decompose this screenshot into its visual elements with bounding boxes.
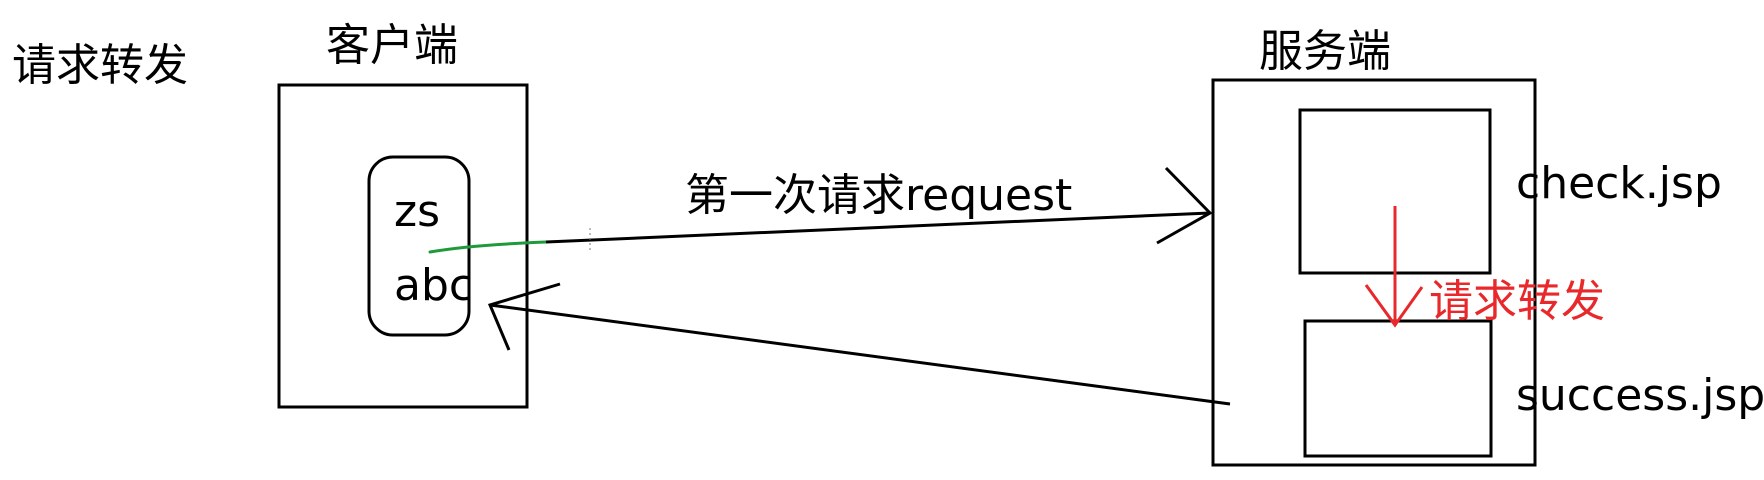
forward-label: 请求转发 [1429,276,1605,327]
check-jsp-label: check.jsp [1516,158,1722,209]
forward-arrow-head [1364,284,1424,328]
diagram-title: 请求转发 [12,40,188,91]
response-arrow-line [489,303,1231,406]
password-text: abc [394,260,474,311]
response-arrow-head [487,282,561,351]
highlight-stroke [428,240,548,254]
server-box [1211,78,1537,467]
success-jsp-box [1303,319,1493,458]
client-box [277,83,529,409]
request-arrow-line [545,211,1211,244]
first-request-label: 第一次请求request [685,170,1073,221]
request-arrow-head [1156,166,1213,245]
client-label: 客户端 [326,20,458,71]
success-jsp-label: success.jsp [1516,370,1764,421]
username-text: zs [394,186,441,237]
server-label: 服务端 [1259,26,1391,77]
